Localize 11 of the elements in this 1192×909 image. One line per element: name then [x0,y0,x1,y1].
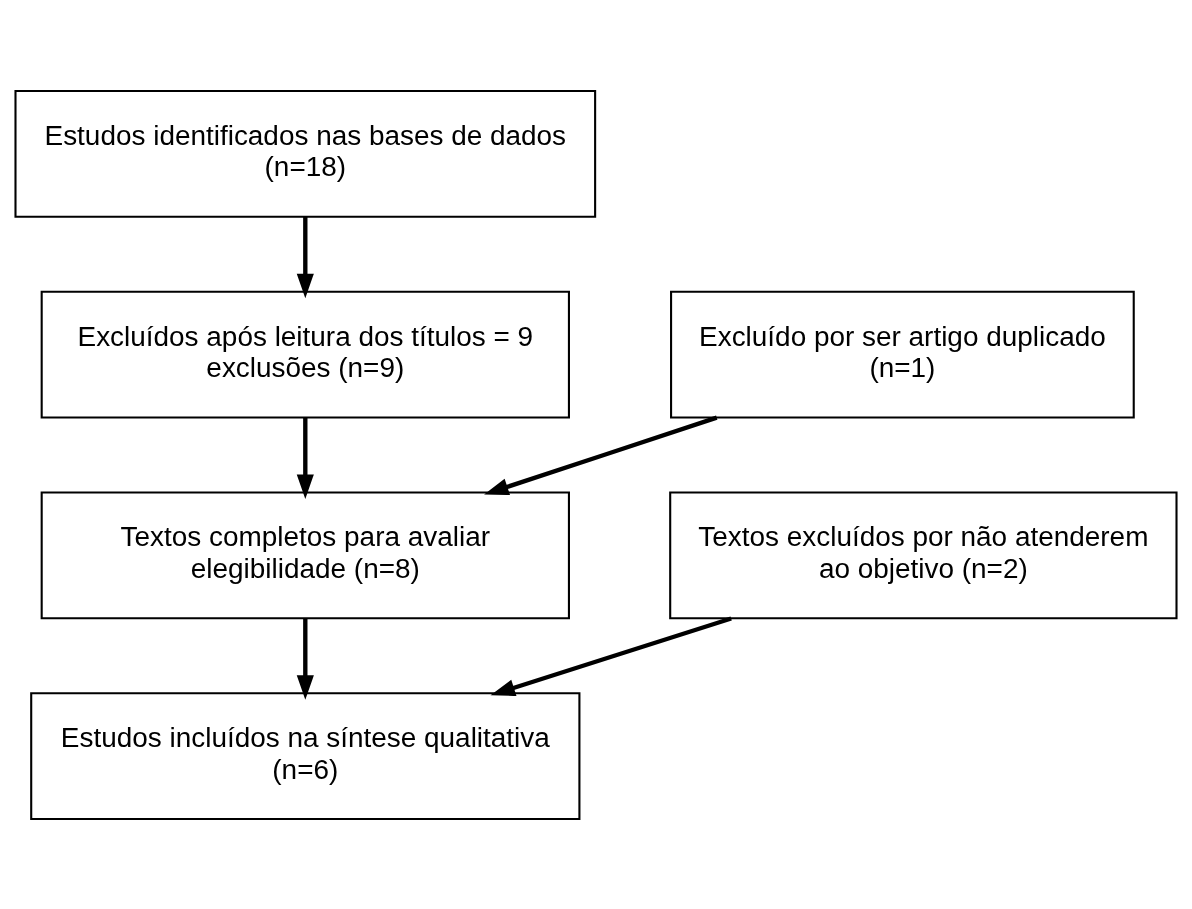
node-box: Excluídos após leitura dos títulos = 9 exclusões (n=9) [40,290,570,418]
arrow [484,415,718,495]
arrow [490,615,732,696]
node-box: Estudos identificados nas bases de dados (n=18) [14,89,597,218]
node-box: Textos completos para avaliar elegibilidade (n=8) [40,491,570,619]
arrow [296,617,314,700]
arrow [296,216,314,298]
node-box: Textos excluídos por não atenderem ao objetivo (n=2) [669,491,1178,619]
arrow [296,417,314,499]
node-box: Excluído por ser artigo duplicado (n=1) [670,290,1135,418]
node-box: Estudos incluídos na síntese qualitativa (n=6) [30,691,581,820]
